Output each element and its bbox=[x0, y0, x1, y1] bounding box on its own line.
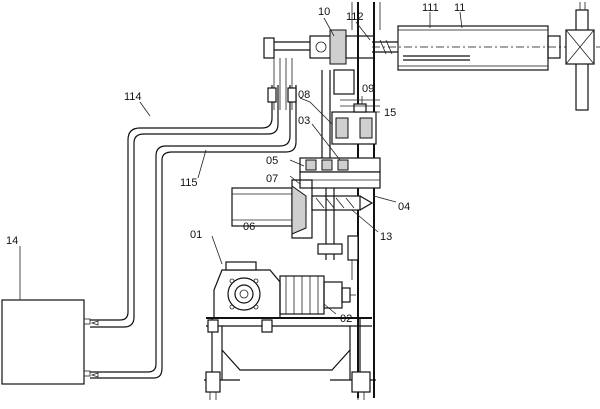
label-13: 13 bbox=[380, 231, 392, 243]
label-06: 06 bbox=[243, 221, 255, 233]
label-02: 02 bbox=[340, 313, 352, 325]
label-111: 111 bbox=[422, 2, 439, 14]
label-10: 10 bbox=[318, 6, 330, 18]
valve-block-10 bbox=[263, 29, 375, 110]
bearing-stack bbox=[299, 99, 381, 189]
tank-ports bbox=[83, 318, 91, 377]
label-05: 05 bbox=[266, 155, 278, 167]
label-07: 07 bbox=[266, 173, 278, 185]
base-frame bbox=[204, 317, 376, 400]
leader-lines bbox=[19, 11, 463, 315]
label-15: 15 bbox=[384, 107, 396, 119]
shaft-13 bbox=[317, 188, 359, 280]
label-112: 112 bbox=[346, 11, 364, 23]
label-14: 14 bbox=[6, 235, 18, 247]
pipe-114 bbox=[90, 85, 273, 321]
label-01: 01 bbox=[190, 229, 202, 241]
label-114: 114 bbox=[124, 91, 142, 103]
tank-14 bbox=[1, 299, 85, 385]
label-09: 09 bbox=[362, 83, 374, 95]
gearbox-01 bbox=[213, 261, 281, 319]
label-115: 115 bbox=[180, 177, 198, 189]
right-support bbox=[547, 2, 595, 111]
label-04: 04 bbox=[398, 201, 410, 213]
label-08: 08 bbox=[298, 89, 310, 101]
pipe-115 bbox=[90, 85, 291, 373]
label-03: 03 bbox=[298, 115, 310, 127]
label-11: 11 bbox=[454, 2, 465, 14]
motor-02 bbox=[279, 275, 356, 315]
motor-06 bbox=[231, 179, 374, 239]
